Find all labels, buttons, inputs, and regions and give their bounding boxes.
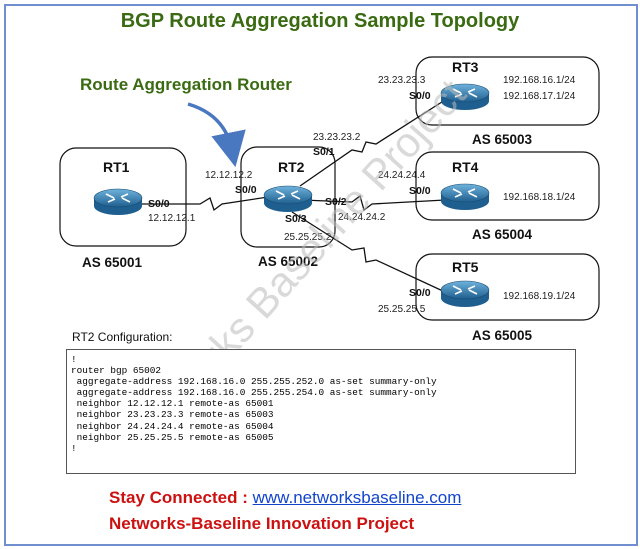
config-line: ! [71,354,77,365]
link-rt2-rt4 [301,194,446,212]
rt2-s03: S0/3 [285,213,307,225]
router-rt1-icon[interactable] [93,188,143,216]
rt3-name: RT3 [452,59,479,75]
config-line: neighbor 25.25.25.5 remote-as 65005 [71,431,274,443]
rt3-iface: S0/0 [409,90,431,102]
as-box-rt5 [415,253,600,321]
rt2-s02: S0/2 [325,196,347,208]
stay-connected-label: Stay Connected : [109,488,253,507]
rt4-net1: 192.168.18.1/24 [503,192,576,203]
rt2-s01-ip: 23.23.23.2 [313,132,361,143]
rt4-as: AS 65004 [472,227,533,242]
website-link[interactable]: www.networksbaseline.com [252,488,462,507]
project-name: Networks-Baseline Innovation Project [109,514,415,533]
rt3-net1: 192.168.16.1/24 [503,75,576,86]
rt2-as: AS 65002 [258,254,318,269]
config-line: neighbor 12.12.12.1 remote-as 65001 [71,398,274,410]
config-line: aggregate-address 192.168.16.0 255.255.2… [71,376,437,388]
rt4-iface: S0/0 [409,185,431,197]
rt2-s00-ip: 12.12.12.2 [205,170,253,181]
aggregation-router-label: Route Aggregation Router [80,75,292,94]
rt2-name: RT2 [278,159,305,175]
rt4-name: RT4 [452,159,479,175]
rt3-net2: 192.168.17.1/24 [503,91,576,102]
rt1-as: AS 65001 [82,255,143,270]
rt5-name: RT5 [452,259,479,275]
as-box-rt4 [415,151,600,221]
rt3-as: AS 65003 [472,132,533,147]
link-rt2-rt5 [291,211,446,293]
config-box: ! router bgp 65002 aggregate-address 192… [66,349,576,474]
config-line: aggregate-address 192.168.16.0 255.255.2… [71,387,437,399]
rt2-s00: S0/0 [235,184,257,196]
rt2-s01: S0/1 [313,146,335,158]
config-line: ! [71,442,77,454]
rt5-as: AS 65005 [472,328,533,343]
config-title: RT2 Configuration: [72,330,173,344]
stay-connected: Stay Connected : www.networksbaseline.co… [109,488,461,508]
config-line: neighbor 24.24.24.4 remote-as 65004 [71,420,274,432]
router-rt4-icon[interactable] [440,183,490,211]
rt2-s02-ip: 24.24.24.2 [338,212,386,223]
link-rt2-rt3 [299,99,446,187]
rt5-net1: 192.168.19.1/24 [503,291,576,302]
config-line: router bgp 65002 [71,365,162,377]
aggregation-arrow [187,102,246,168]
as-box-rt2 [240,146,336,248]
rt2-s03-ip: 25.25.25.2 [284,232,332,243]
rt1-ip: 12.12.12.1 [148,213,196,224]
rt1-iface: S0/0 [148,198,170,210]
router-rt5-icon[interactable] [440,280,490,308]
as-box-rt1 [59,147,187,247]
rt3-ip: 23.23.23.3 [378,75,426,86]
router-rt2-icon[interactable] [263,185,313,213]
rt1-name: RT1 [103,159,130,175]
diagram-title: BGP Route Aggregation Sample Topology [120,10,520,32]
rt5-iface: S0/0 [409,287,431,299]
link-rt1-rt2 [120,196,269,212]
rt5-ip: 25.25.25.5 [378,304,426,315]
as-box-rt3 [415,56,600,126]
config-line: neighbor 23.23.23.3 remote-as 65003 [71,409,274,421]
rt4-ip: 24.24.24.4 [378,170,426,181]
